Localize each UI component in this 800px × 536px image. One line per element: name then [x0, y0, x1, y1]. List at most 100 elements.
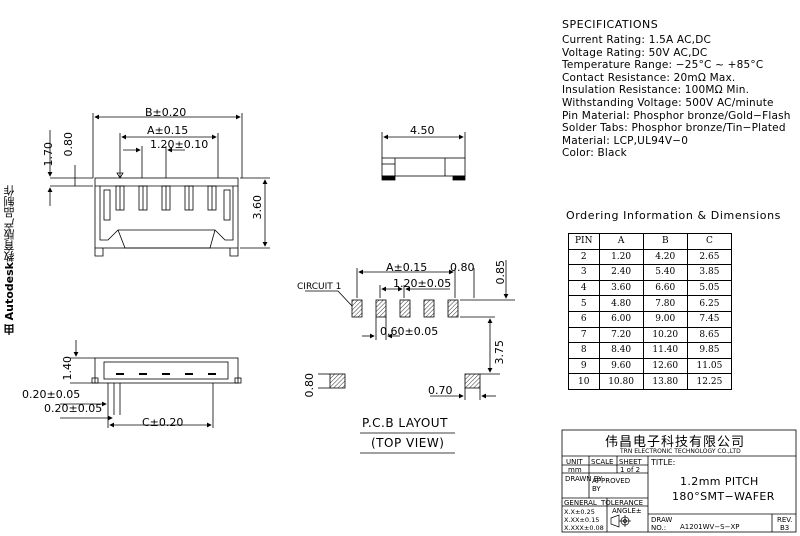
company-name-cn: 伟昌电子科技有限公司 [605, 435, 746, 450]
table-cell: 9.60 [598, 357, 644, 375]
draw-no-value: A1201WV−S−XP [680, 523, 740, 531]
table-cell: 12.25 [686, 373, 733, 390]
specifications-block: SPECIFICATIONS Current Rating: 1.5A AC,D… [562, 18, 791, 160]
pcb-dim-375-label: 3.75 [493, 340, 506, 365]
pcb-dim-070-label: 0.70 [428, 384, 453, 397]
table-cell: 6.00 [598, 310, 644, 328]
table-cell: 7.45 [686, 310, 733, 328]
specifications-title: SPECIFICATIONS [562, 18, 659, 31]
spec-line: Color: Black [562, 147, 627, 160]
table-cell: 10.20 [642, 326, 688, 344]
side-view [381, 132, 466, 181]
front-view [47, 113, 270, 257]
table-cell: 3.85 [686, 264, 733, 281]
dim-080-label: 0.80 [62, 132, 75, 157]
table-cell: 2.40 [598, 264, 644, 281]
spec-line: Insulation Resistance: 100MΩ Min. [562, 84, 750, 97]
approved-by-label: APPROVED BY [592, 477, 631, 493]
pcb-layout-label: P.C.B LAYOUT [362, 416, 448, 430]
table-cell: 8 [568, 342, 600, 359]
table-cell: 11.40 [642, 342, 688, 359]
scale-label: SCALE [591, 458, 614, 466]
table-cell: 4 [568, 279, 600, 297]
title-label: TITLE: [651, 458, 676, 467]
circuit-1-label: CIRCUIT 1 [297, 282, 342, 292]
spec-line: Current Rating: 1.5A AC,DC [562, 34, 712, 46]
table-cell: 9 [568, 357, 600, 375]
table-cell: 7.80 [642, 295, 688, 312]
spec-line: Pin Material: Phosphor bronze/Gold−Flash [562, 109, 791, 122]
dim-020a-label: 0.20±0.05 [22, 388, 81, 401]
dim-c-label: C±0.20 [142, 416, 184, 429]
pcb-top-view-label: (TOP VIEW) [371, 436, 445, 450]
table-cell: 8.40 [598, 342, 644, 359]
table-cell: 9.00 [642, 310, 688, 328]
table-cell: 5.40 [642, 264, 688, 281]
dim-170-label: 1.70 [42, 142, 55, 167]
watermark-text: 教育版产品制作 [3, 185, 16, 262]
spec-line: Temperature Range: −25°C ~ +85°C [562, 59, 764, 72]
draw-no-label: DRAW NO.: [651, 516, 673, 532]
pcb-dim-a-label: A±0.15 [386, 261, 428, 274]
drawn-by-label: DRAWN BY [565, 475, 603, 483]
col-header: PIN [568, 233, 600, 250]
table-header-row: PIN A B C [568, 233, 733, 250]
table-cell: 5.05 [686, 279, 733, 297]
pcb-dim-060-label: 0.60±0.05 [380, 325, 439, 338]
dim-a-label: A±0.15 [147, 124, 189, 137]
pcb-dim-085-label: 0.85 [494, 260, 507, 285]
table-cell: 5 [568, 295, 600, 312]
table-cell: 4.80 [598, 295, 644, 312]
dim-020b-label: 0.20±0.05 [44, 402, 103, 415]
table-cell: 11.05 [686, 357, 733, 375]
title-line-2: 180°SMT−WAFER [672, 490, 775, 503]
spec-line: Material: LCP,UL94V−0 [562, 134, 689, 147]
bottom-view [60, 340, 242, 428]
rev-label: REV. [777, 516, 793, 524]
table-cell: 7.20 [598, 326, 644, 344]
dim-140-label: 1.40 [61, 356, 74, 381]
tolerance-2: X.XX±0.15 [564, 516, 600, 524]
dim-b-label: B±0.20 [145, 106, 187, 119]
projection-symbol-icon [610, 514, 631, 528]
table-cell: 3.60 [598, 279, 644, 297]
table-cell: 10 [568, 373, 600, 390]
pcb-dim-080-label: 0.80 [450, 261, 475, 274]
table-cell: 8.65 [686, 326, 733, 344]
table-cell: 9.85 [686, 342, 733, 359]
spec-line: Contact Resistance: 20mΩ Max. [562, 71, 736, 84]
tolerance-3: X.XXX±0.08 [564, 524, 604, 532]
spec-line: Solder Tabs: Phosphor bronze/Tin−Plated [562, 122, 786, 135]
table-cell: 6 [568, 310, 600, 328]
autodesk-watermark: 由 Autodesk教育版产品制作 [2, 185, 18, 335]
title-line-1: 1.2mm PITCH [680, 475, 759, 488]
tolerance-label: TOLERANCE [601, 499, 644, 507]
col-header: B [642, 233, 688, 250]
unit-value: mm [568, 466, 582, 474]
general-label: GENERAL [564, 499, 597, 507]
sheet-label: SHEET [619, 458, 642, 466]
table-cell: 12.60 [642, 357, 688, 375]
dim-pitch-label: 1.20±0.10 [150, 138, 209, 151]
table-cell: 10.80 [598, 373, 644, 390]
table-cell: 13.80 [642, 373, 688, 390]
tolerance-1: X.X±0.25 [564, 508, 595, 516]
company-name-en: TRN ELECTRONIC TECHNOLOGY CO.,LTD [620, 448, 741, 455]
col-header: A [598, 233, 644, 250]
table-cell: 4.20 [642, 248, 688, 266]
table-cell: 6.25 [686, 295, 733, 312]
table-cell: 1.20 [598, 248, 644, 266]
angle-label: ANGLE± [612, 507, 642, 515]
title-block-frame [561, 429, 797, 533]
table-cell: 3 [568, 264, 600, 281]
